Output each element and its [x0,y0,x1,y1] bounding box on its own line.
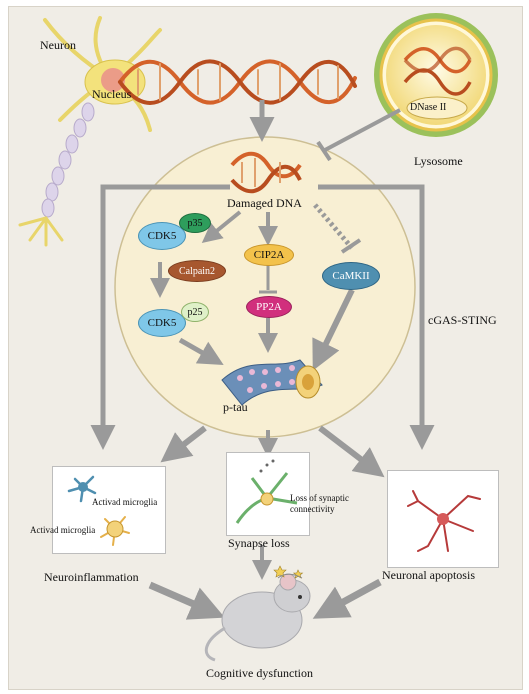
synapse-loss-panel [226,452,310,536]
loss-synaptic-label-1: Loss of synaptic [290,493,349,503]
neuronal-apoptosis-panel [387,470,499,568]
neuroinflammation-label: Neuroinflammation [44,570,139,584]
p35-node: p35 [179,213,211,233]
p25-node: p25 [181,302,209,322]
cdk5-top-node: CDK5 [138,222,186,250]
damaged-dna-label: Damaged DNA [227,196,302,210]
dnase-label: DNase II [410,102,447,113]
nucleus-label: Nucleus [92,87,132,101]
neuronal-apoptosis-label: Neuronal apoptosis [382,568,475,582]
dna-strand-top [118,59,357,105]
synapse-loss-label: Synapse loss [228,536,290,550]
synapse-icon [235,459,298,524]
activated-microglia-label-1: Activad microglia [92,497,158,507]
apoptotic-neuron-icon [407,490,481,552]
activated-microglia-label-2: Activad microglia [30,525,96,535]
neuron-label: Neuron [40,38,76,52]
cognitive-dysfunction-label: Cognitive dysfunction [206,666,313,680]
cdk5-bottom-node: CDK5 [138,309,186,337]
camkii-node: CaMKII [322,262,380,290]
mouse-illustration [204,565,311,662]
damaged-dna-icon [230,151,302,194]
calpain2-node: Calpain2 [168,260,226,282]
lysosome-illustration [374,13,498,137]
cgas-sting-label: cGAS-STING [428,313,497,327]
ptau-fibril [221,359,323,406]
ptau-label: p-tau [223,400,248,414]
cip2a-node: CIP2A [244,244,294,266]
loss-synaptic-label-2: connectivity [290,504,335,514]
microglia-icons [67,475,130,546]
lysosome-label: Lysosome [414,154,463,168]
pp2a-node: PP2A [246,296,292,318]
neuroinflammation-panel [52,466,166,554]
